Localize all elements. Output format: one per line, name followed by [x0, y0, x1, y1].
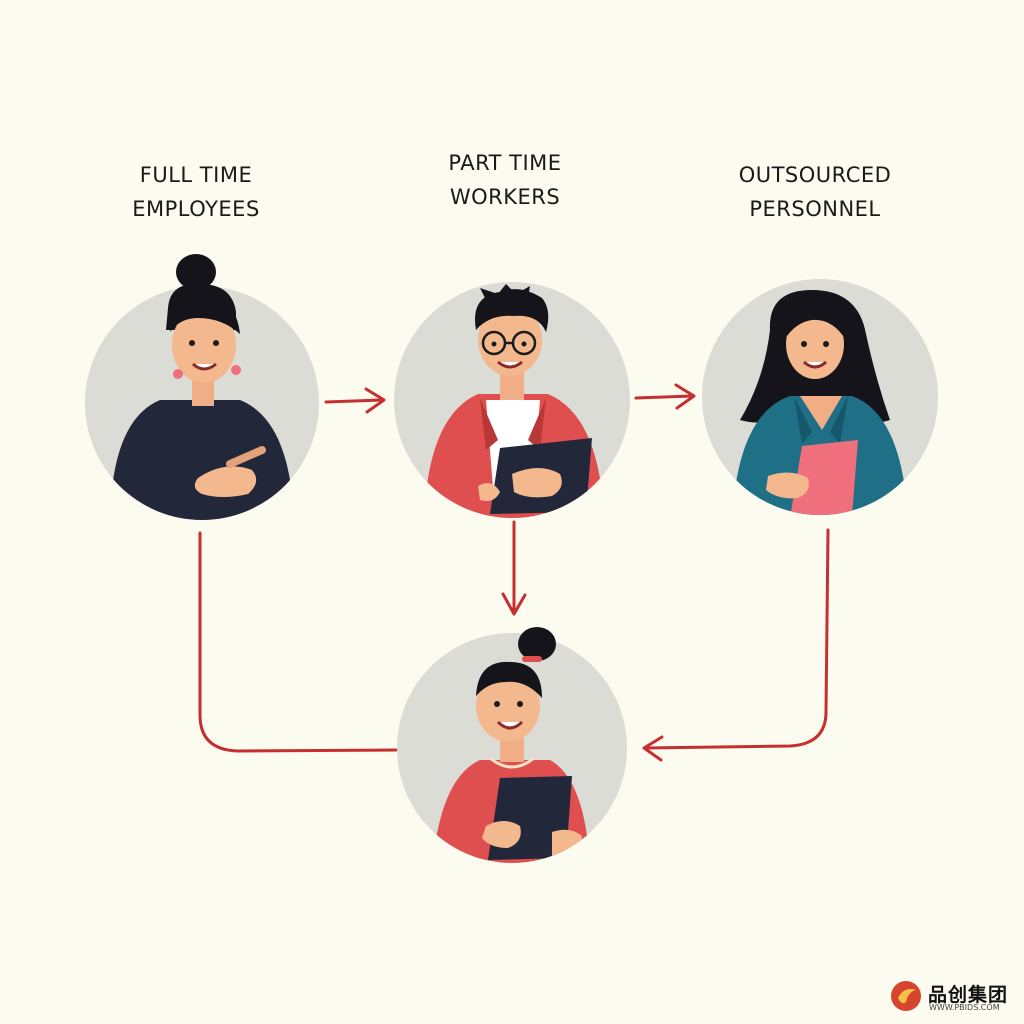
label-outsourced: OUTSOURCED PERSONNEL — [715, 158, 915, 226]
arrow-part-time-to-center — [501, 520, 527, 616]
watermark-logo: 品创集团 WWW.PBIDS.COM — [888, 978, 1014, 1016]
label-line: OUTSOURCED — [738, 163, 892, 187]
person-full-time-illustration — [110, 380, 294, 520]
connector-arrows — [198, 383, 830, 762]
arrow-outsourced-to-center — [642, 528, 830, 762]
node-outsourced — [702, 279, 938, 515]
connector-full-time-to-center — [198, 531, 398, 753]
node-center — [397, 627, 627, 863]
logo-mark-icon — [891, 981, 921, 1011]
arrow-part-time-to-outsourced — [634, 383, 696, 410]
label-part-time: PART TIME WORKERS — [405, 146, 605, 214]
watermark-subtext: WWW.PBIDS.COM — [929, 1003, 1000, 1012]
node-full-time — [85, 254, 319, 520]
label-line: PERSONNEL — [749, 197, 881, 221]
node-part-time — [394, 282, 630, 518]
watermark-text: 品创集团 — [928, 984, 1009, 1006]
label-full-time: FULL TIME EMPLOYEES — [96, 158, 296, 226]
label-line: EMPLOYEES — [132, 197, 260, 221]
person-center-illustration — [432, 736, 590, 863]
label-line: WORKERS — [449, 185, 561, 209]
label-line: PART TIME — [448, 151, 562, 175]
person-part-time-illustration — [424, 372, 604, 518]
arrow-full-time-to-part-time — [324, 387, 386, 414]
person-outsourced-illustration — [732, 396, 908, 515]
label-line: FULL TIME — [139, 163, 253, 187]
